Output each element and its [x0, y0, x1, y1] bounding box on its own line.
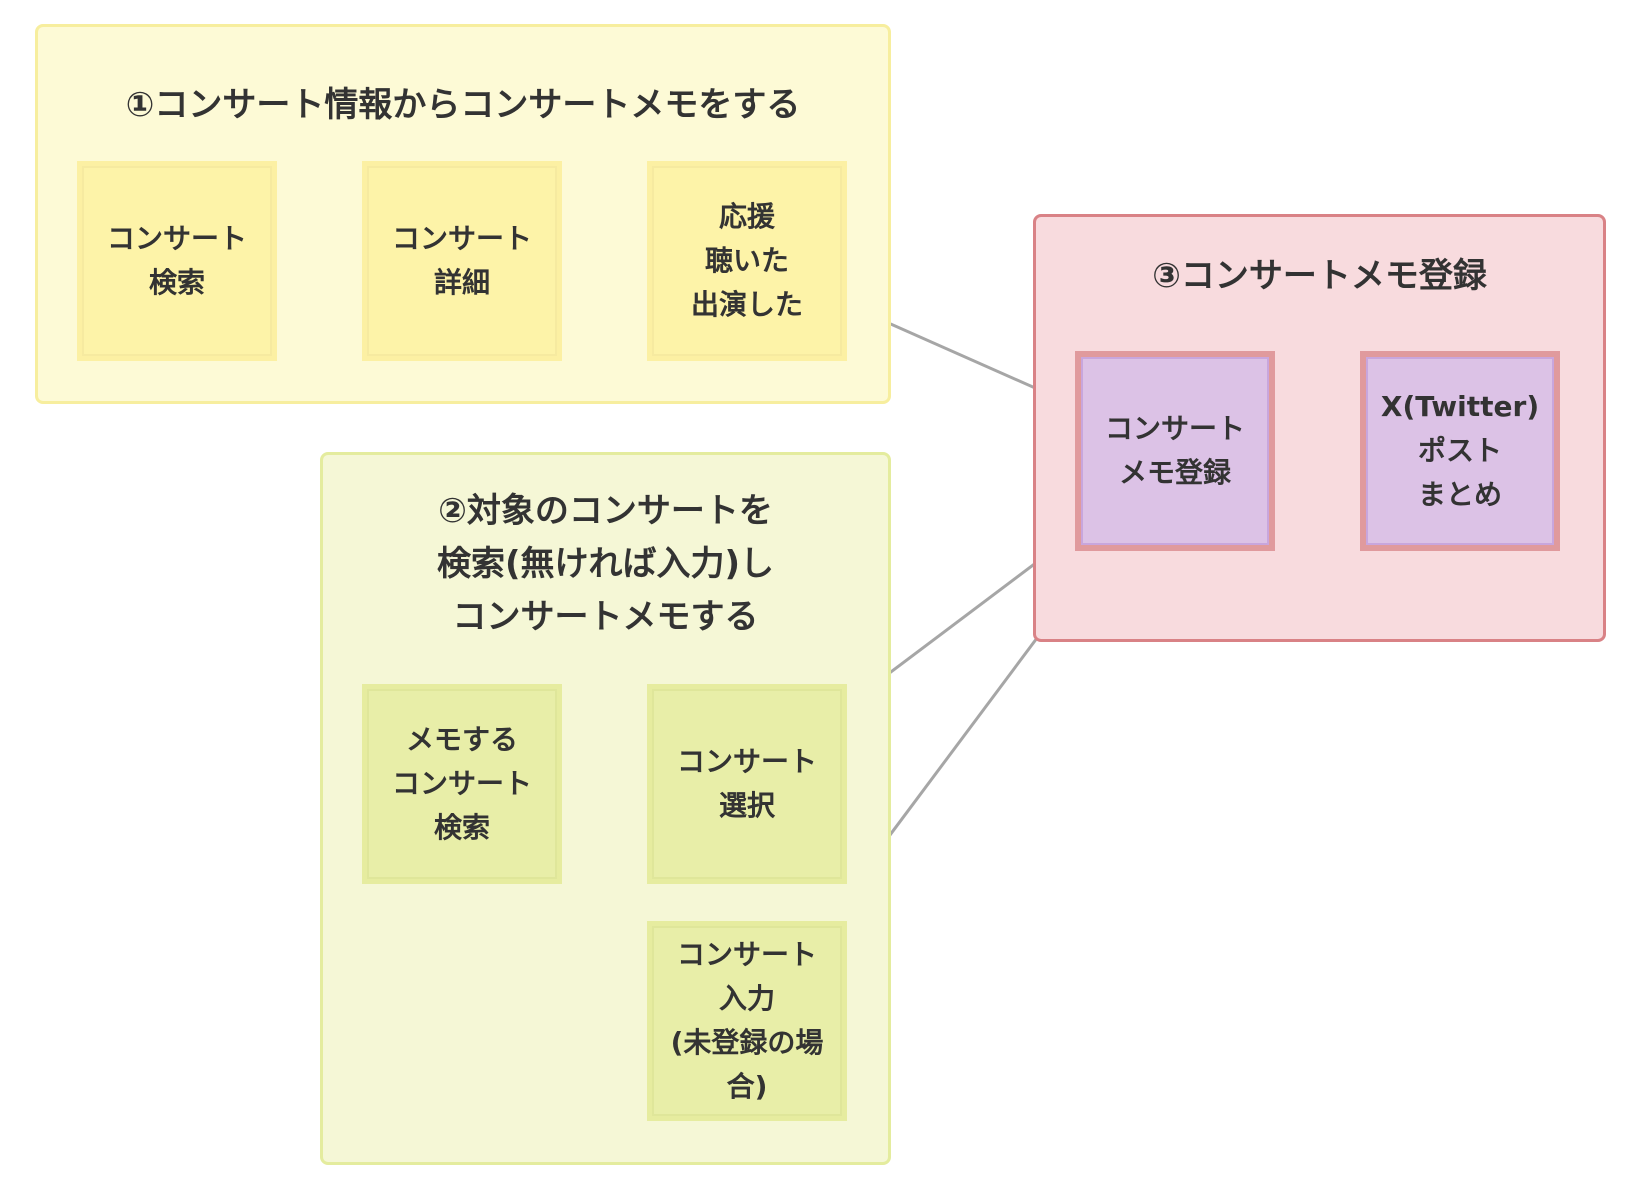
node-concert-detail-line-2: 詳細 — [433, 266, 490, 299]
node-concert-input-line-3: (未登録の場 — [670, 1026, 824, 1059]
node-memo-search-line-3: 検索 — [433, 811, 490, 844]
node-concert-input-line-4: 合) — [726, 1070, 768, 1103]
node-register-line-1: コンサート — [1104, 412, 1245, 445]
node-concert-input-line-1: コンサート — [676, 938, 817, 971]
node-memo-search-line-2: コンサート — [391, 767, 532, 800]
group-title-target-line-3: コンサートメモする — [452, 597, 759, 637]
node-cheer-line-1: 応援 — [718, 200, 775, 233]
node-concert-input[interactable]: コンサート 入力 (未登録の場 合) — [647, 921, 847, 1121]
node-post-line-3: まとめ — [1417, 478, 1502, 511]
node-concert-memo-register[interactable]: コンサート メモ登録 — [1075, 351, 1275, 551]
node-cheer-line-2: 聴いた — [704, 244, 789, 277]
node-cheer-listened-performed[interactable]: 応援 聴いた 出演した — [647, 161, 847, 361]
node-x-twitter-post-summary[interactable]: X(Twitter) ポスト まとめ — [1360, 351, 1560, 551]
group-title-concert-info: ①コンサート情報からコンサートメモをする — [125, 85, 801, 125]
node-concert-select-line-1: コンサート — [676, 745, 817, 778]
node-cheer-line-3: 出演した — [690, 288, 803, 321]
node-concert-search-line-1: コンサート — [106, 222, 247, 255]
group-title-memo-register: ③コンサートメモ登録 — [1152, 256, 1487, 296]
node-post-line-1: X(Twitter) — [1380, 390, 1540, 423]
node-post-line-2: ポスト — [1417, 434, 1502, 467]
node-concert-input-line-2: 入力 — [718, 982, 775, 1015]
node-concert-detail[interactable]: コンサート 詳細 — [362, 161, 562, 361]
node-memo-concert-search[interactable]: メモする コンサート 検索 — [362, 684, 562, 884]
node-register-line-2: メモ登録 — [1118, 456, 1231, 489]
node-concert-detail-line-1: コンサート — [391, 222, 532, 255]
node-concert-select-line-2: 選択 — [718, 789, 775, 822]
node-memo-search-line-1: メモする — [405, 723, 518, 756]
node-concert-search-line-2: 検索 — [148, 266, 205, 299]
group-title-target-line-1: ②対象のコンサートを — [438, 491, 773, 531]
node-concert-select[interactable]: コンサート 選択 — [647, 684, 847, 884]
node-concert-search[interactable]: コンサート 検索 — [77, 161, 277, 361]
group-title-target-line-2: 検索(無ければ入力)し — [436, 544, 775, 584]
